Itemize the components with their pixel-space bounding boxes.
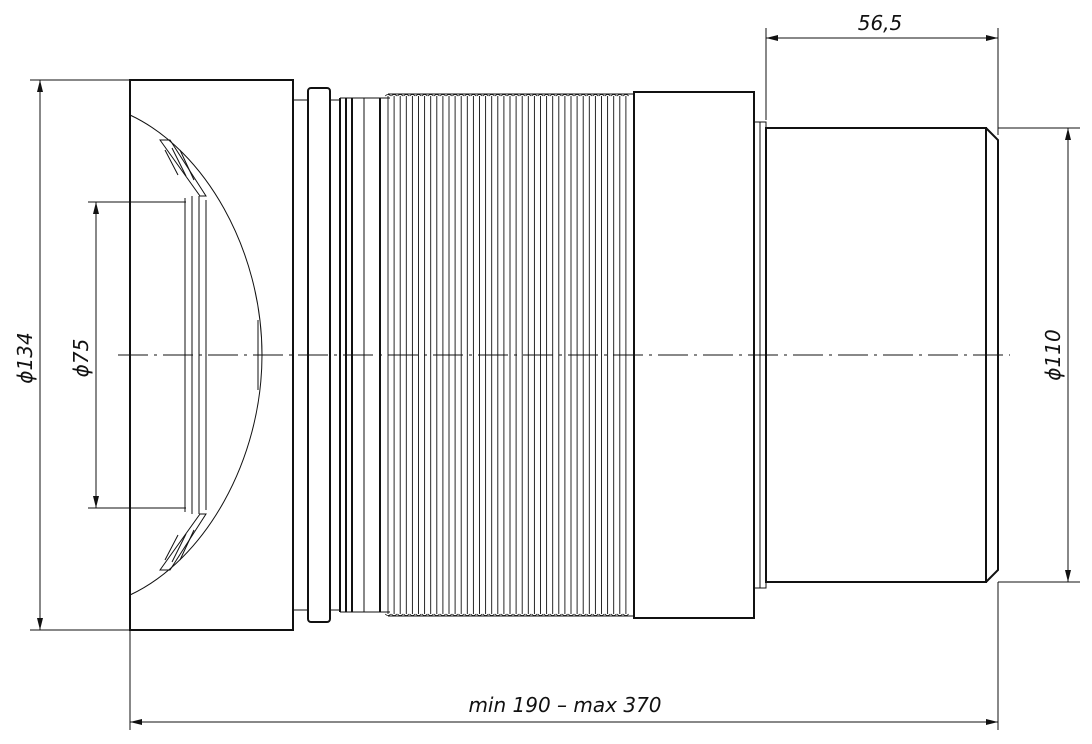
corrugation-crest — [494, 94, 501, 97]
corrugation-crest — [445, 94, 453, 97]
corrugation-crest — [494, 613, 501, 616]
outlet-pipe — [753, 121, 999, 589]
corrugation-crest — [543, 94, 550, 97]
corrugation-crest — [622, 94, 629, 97]
corrugation-crest — [409, 613, 416, 616]
corrugation-crest — [458, 94, 465, 97]
corrugation-crest — [531, 613, 538, 616]
corrugation-crest — [537, 94, 544, 97]
corrugation-crest — [580, 613, 587, 616]
dimension-outlet-diameter: ϕ110 — [998, 127, 1080, 583]
corrugation-crest — [452, 94, 459, 97]
corrugation-crest — [500, 94, 507, 97]
corrugation-crest — [464, 613, 471, 616]
corrugation-crest — [415, 613, 422, 616]
corrugation-crest — [580, 94, 587, 97]
corrugation-ribs — [384, 94, 629, 616]
corrugation-crest — [421, 613, 428, 616]
corrugation-crest — [445, 613, 453, 616]
corrugation-crest — [433, 613, 440, 616]
corrugation-crest — [500, 613, 507, 616]
corrugation-crest — [403, 94, 410, 97]
corrugation-crest — [598, 613, 605, 616]
corrugation-crest — [531, 94, 538, 97]
corrugation-crest — [427, 613, 434, 616]
corrugation-crest — [513, 94, 520, 97]
corrugation-crest — [391, 613, 398, 616]
corrugation-crest — [549, 94, 556, 97]
corrugation-crest — [458, 613, 465, 616]
corrugated-section — [384, 93, 634, 617]
corrugation-crest — [555, 613, 562, 616]
corrugation-crest — [549, 613, 556, 616]
corrugation-crest — [574, 613, 581, 616]
corrugation-crest — [482, 94, 489, 97]
corrugation-crest — [519, 94, 526, 97]
corrugation-crest — [427, 94, 434, 97]
corrugation-crest — [567, 94, 575, 97]
corrugation-crest — [439, 94, 446, 97]
corrugation-crest — [525, 613, 532, 616]
corrugation-crest — [513, 613, 520, 616]
corrugation-crest — [452, 613, 459, 616]
dimension-top-length: 56,5 — [765, 11, 999, 135]
socket-housing — [129, 79, 294, 631]
corrugation-crest — [616, 94, 623, 97]
corrugation-crest — [476, 94, 483, 97]
corrugation-crest — [574, 94, 581, 97]
corrugation-crest — [555, 94, 562, 97]
corrugation-crest — [470, 94, 477, 97]
corrugation-crest — [482, 613, 489, 616]
corrugation-crest — [433, 94, 440, 97]
corrugation-crest — [525, 94, 532, 97]
corrugation-crest — [476, 613, 483, 616]
label-outer-diameter: ϕ134 — [13, 332, 37, 383]
corrugation-crest — [586, 94, 593, 97]
transition-collar — [293, 87, 390, 623]
corrugation-crest — [604, 94, 611, 97]
corrugation-crest — [519, 613, 526, 616]
corrugation-crest — [470, 613, 477, 616]
corrugation-crest — [598, 94, 605, 97]
corrugation-crest — [397, 94, 404, 97]
label-top-length: 56,5 — [858, 11, 903, 35]
corrugation-crest — [506, 94, 514, 97]
corrugation-crest — [421, 94, 428, 97]
corrugation-crest — [488, 613, 495, 616]
corrugation-crest — [561, 94, 568, 97]
corrugation-crest — [537, 613, 544, 616]
corrugation-crest — [439, 613, 446, 616]
corrugation-crest — [610, 613, 617, 616]
dimension-inner-diameter: ϕ75 — [69, 201, 186, 509]
corrugation-crest — [506, 613, 514, 616]
corrugation-crest — [397, 613, 404, 616]
corrugation-crest — [409, 94, 416, 97]
corrugation-crest — [561, 613, 568, 616]
label-overall-length: min 190 – max 370 — [468, 693, 661, 717]
corrugation-crest — [586, 613, 593, 616]
corrugation-crest — [622, 613, 629, 616]
dimension-outer-diameter: ϕ134 — [13, 79, 130, 631]
label-inner-diameter: ϕ75 — [69, 339, 93, 378]
corrugation-crest — [464, 94, 471, 97]
corrugation-crest — [488, 94, 495, 97]
corrugation-crest — [415, 94, 422, 97]
corrugation-crest — [592, 94, 599, 97]
corrugation-crest — [604, 613, 611, 616]
corrugation-crest — [384, 613, 392, 616]
corrugation-crest — [567, 613, 575, 616]
label-outlet-diameter: ϕ110 — [1041, 329, 1065, 380]
corrugation-crest — [543, 613, 550, 616]
corrugation-crest — [403, 613, 410, 616]
dimension-overall-length: min 190 – max 370 — [129, 582, 999, 730]
corrugation-crest — [610, 94, 617, 97]
corrugation-crest — [384, 94, 392, 97]
corrugation-crest — [592, 613, 599, 616]
corrugation-crest — [616, 613, 623, 616]
corrugation-crest — [391, 94, 398, 97]
